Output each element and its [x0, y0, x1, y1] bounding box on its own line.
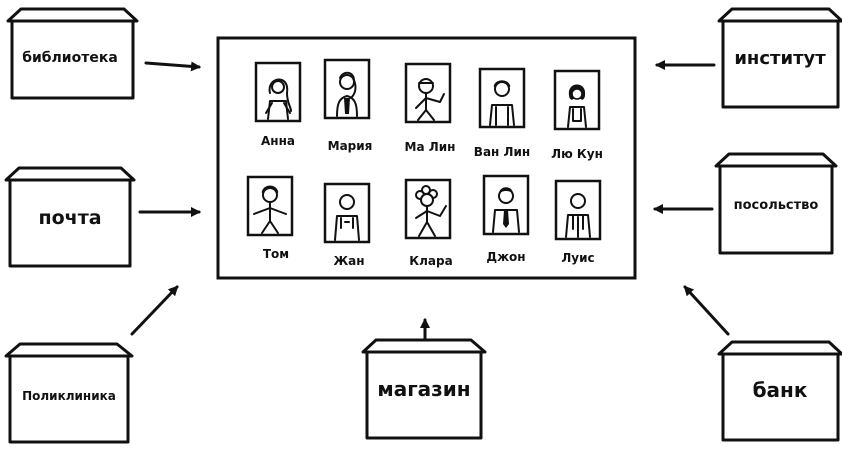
- portrait-luis: [556, 181, 600, 239]
- building-bank: банк: [719, 342, 842, 440]
- building-label-bank: банк: [753, 378, 808, 402]
- building-embassy: посольство: [716, 154, 836, 253]
- arrow-bank: [685, 287, 728, 334]
- portrait-lyu-kun: [555, 71, 599, 129]
- arrow-clinic: [132, 287, 177, 334]
- portrait-van-lin: [480, 69, 524, 127]
- portrait-anna: [256, 63, 300, 121]
- portrait-ma-lin: [406, 64, 450, 122]
- portrait-dzhon: [484, 176, 528, 234]
- portrait-klara: [406, 180, 450, 238]
- person-name-klara: Клара: [409, 254, 452, 268]
- person-name-maria: Мария: [328, 139, 373, 153]
- person-name-luis: Луис: [561, 251, 594, 265]
- person-name-ma-lin: Ма Лин: [405, 140, 456, 154]
- building-label-post-office: почта: [38, 207, 101, 229]
- person-name-zhan: Жан: [333, 254, 364, 268]
- building-institute: институт: [719, 9, 842, 107]
- building-post-office: почта: [6, 168, 134, 266]
- building-label-shop: магазин: [377, 377, 470, 401]
- portrait-maria: [325, 60, 369, 118]
- portrait-zhan: [325, 184, 369, 242]
- building-label-clinic: Поликлиника: [22, 389, 116, 403]
- building-shop: магазин: [363, 340, 485, 438]
- building-label-institute: институт: [734, 48, 826, 69]
- person-name-dzhon: Джон: [486, 250, 525, 264]
- portrait-tom: [248, 177, 292, 235]
- building-label-embassy: посольство: [734, 198, 819, 213]
- arrow-library: [146, 63, 199, 67]
- building-library: библиотека: [8, 9, 137, 98]
- person-name-lyu-kun: Лю Кун: [551, 147, 603, 161]
- person-name-anna: Анна: [261, 134, 295, 148]
- person-name-tom: Том: [263, 247, 289, 261]
- building-clinic: Поликлиника: [6, 344, 132, 442]
- building-label-library: библиотека: [22, 50, 118, 66]
- person-name-van-lin: Ван Лин: [474, 145, 530, 159]
